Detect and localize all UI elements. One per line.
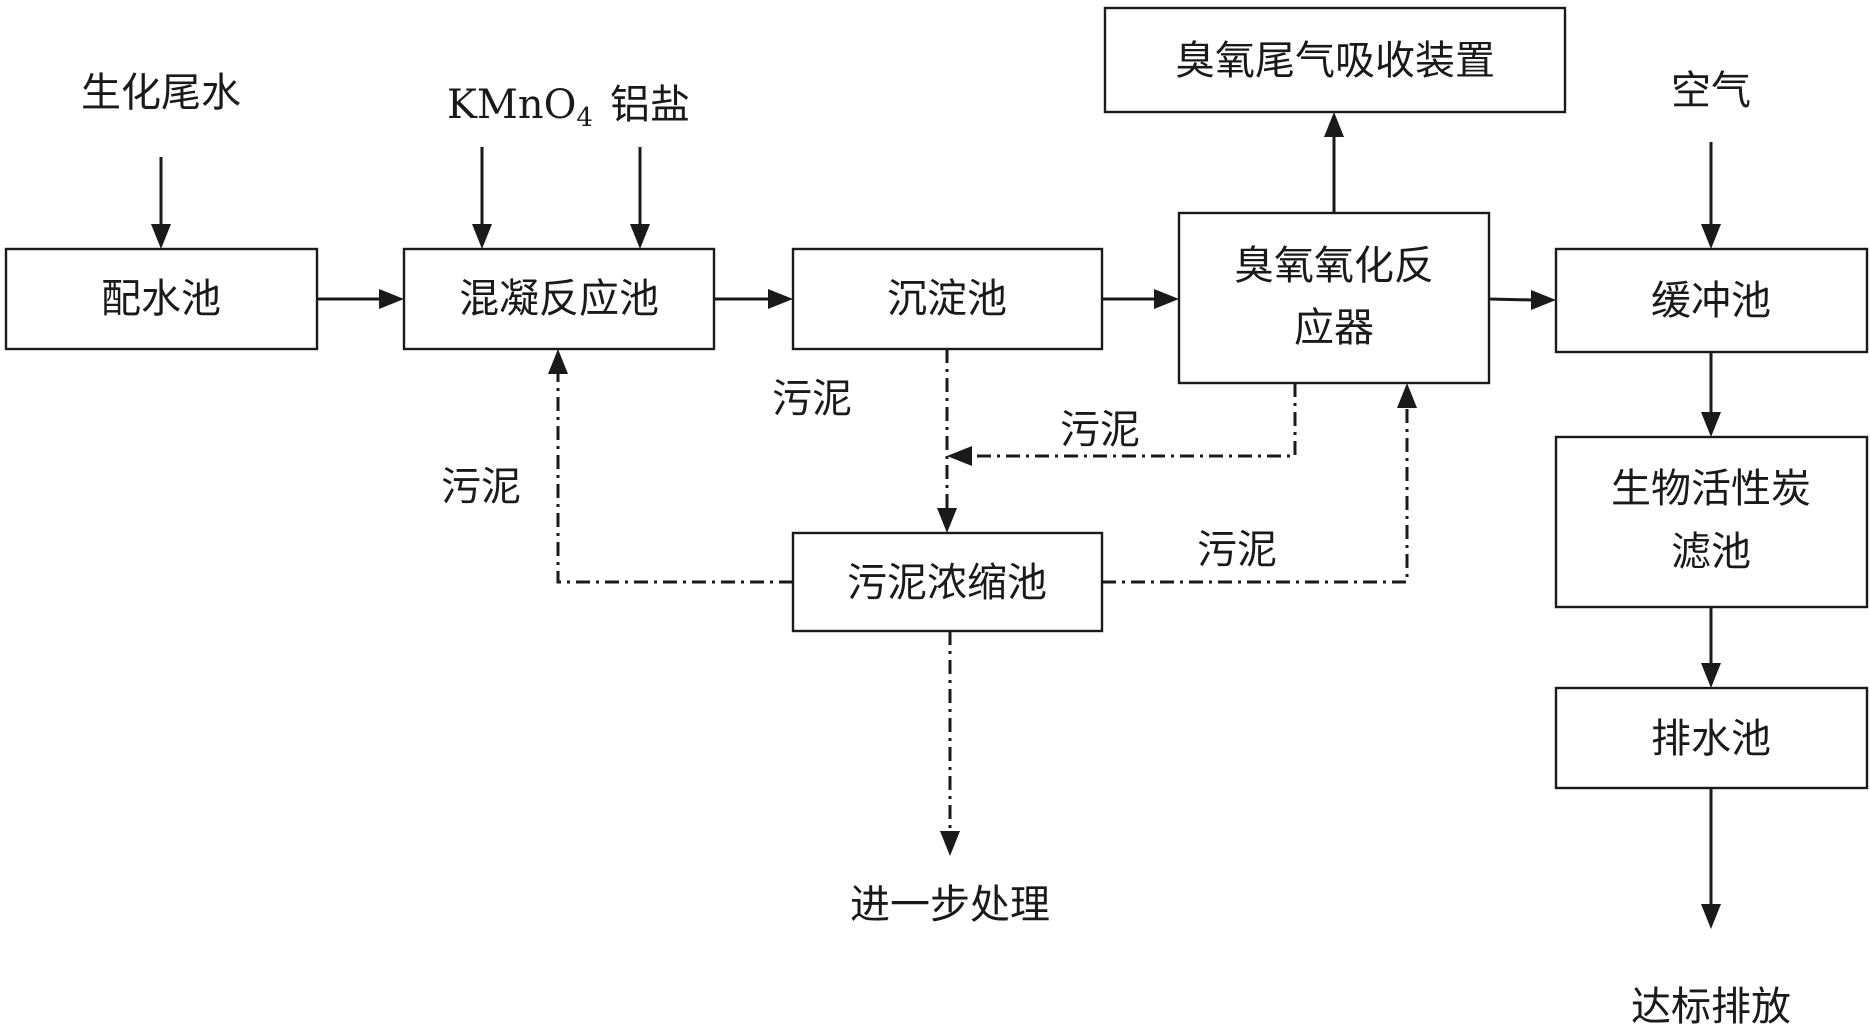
output-further-label: 进一步处理: [850, 882, 1050, 928]
input-influent-label: 生化尾水: [81, 70, 241, 116]
node-wuni-nongsuo: 污泥浓缩池: [791, 531, 1104, 633]
sludge-line-chendian-to-nongsuo: [937, 349, 957, 533]
input-lvyan-label: 铝盐: [610, 82, 690, 128]
node-hunning: 混凝反应池: [402, 247, 716, 351]
input-kmno4-label: KMnO4: [447, 82, 593, 133]
node-paishui: 排水池: [1554, 686, 1869, 790]
arrow-chouyang-to-huanchong: [1488, 290, 1556, 310]
node-chouyang-label-1: 臭氧氧化反: [1234, 243, 1434, 289]
node-chouyang: 臭氧氧化反 应器: [1177, 211, 1491, 385]
node-shengwu-label-1: 生物活性炭: [1611, 466, 1811, 512]
node-chendian-label: 沉淀池: [887, 276, 1007, 322]
arrow-chendian-to-chouyang: [1102, 289, 1179, 309]
node-huanchong: 缓冲池: [1554, 247, 1869, 354]
input-kmno4-main: KMnO: [447, 82, 576, 128]
sludge-line-chouyang-to-nongsuo: [947, 383, 1297, 466]
node-weiqi-label: 臭氧尾气吸收装置: [1175, 38, 1495, 84]
arrow-paishui-to-discharge: [1701, 788, 1721, 929]
arrow-chouyang-to-weiqi: [1324, 112, 1344, 213]
node-chendian: 沉淀池: [791, 247, 1104, 351]
output-discharge-label: 达标排放: [1631, 984, 1791, 1030]
node-shengwu: 生物活性炭 滤池: [1554, 435, 1869, 609]
sludge-line-nongsuo-to-further: [940, 631, 960, 856]
arrow-air-to-huanchong: [1701, 142, 1721, 249]
node-weiqi: 臭氧尾气吸收装置: [1103, 6, 1567, 114]
arrow-lvyan-to-hunning: [630, 147, 650, 249]
arrow-kmno4-to-hunning: [472, 147, 492, 249]
sludge-label-ozone: 污泥: [1060, 407, 1140, 453]
sludge-label-to-ozone: 污泥: [1197, 527, 1277, 573]
node-paishui-label: 排水池: [1651, 716, 1771, 762]
arrow-peishui-to-hunning: [317, 289, 404, 309]
node-chouyang-label-2: 应器: [1294, 305, 1374, 351]
input-kmno4-subscript: 4: [576, 103, 593, 133]
node-hunning-label: 混凝反应池: [459, 276, 659, 322]
node-wuni-nongsuo-label: 污泥浓缩池: [847, 560, 1047, 606]
arrow-shengwu-to-paishui: [1701, 607, 1721, 688]
sludge-label-settling: 污泥: [772, 376, 852, 422]
arrow-influent-to-peishui: [151, 157, 171, 249]
sludge-line-nongsuo-to-hunning: [548, 349, 793, 584]
node-peishui-label: 配水池: [101, 276, 221, 322]
node-peishui: 配水池: [4, 247, 319, 351]
input-air-label: 空气: [1671, 68, 1751, 114]
sludge-label-to-coag: 污泥: [441, 464, 521, 510]
arrow-hunning-to-chendian: [714, 289, 793, 309]
arrow-huanchong-to-shengwu: [1701, 352, 1721, 437]
node-huanchong-label: 缓冲池: [1651, 278, 1771, 324]
node-shengwu-label-2: 滤池: [1671, 529, 1751, 575]
sludge-line-nongsuo-to-chouyang: [1102, 383, 1417, 584]
